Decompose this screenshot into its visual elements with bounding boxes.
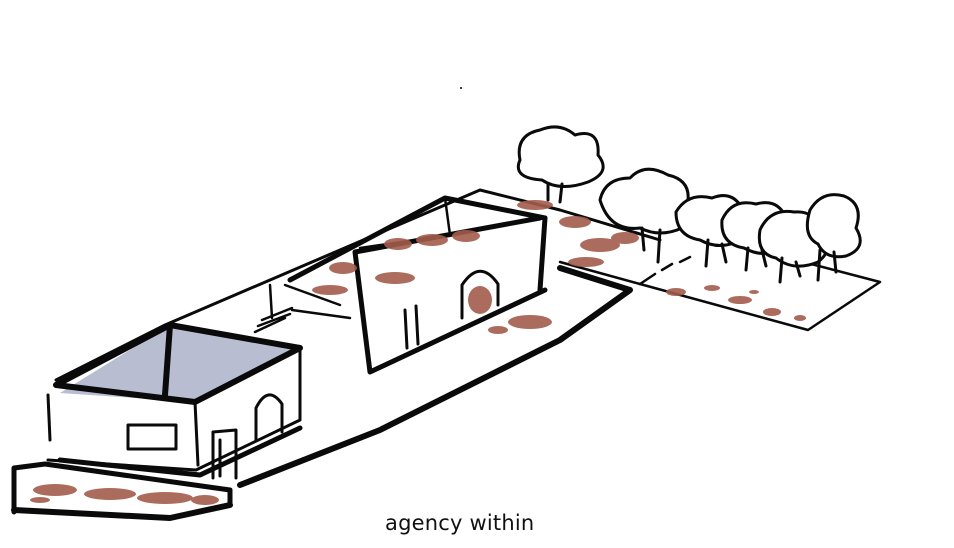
tree-6	[805, 193, 862, 259]
front-window	[126, 423, 178, 451]
ground-slab-front-edge-2	[11, 502, 233, 521]
front-arch	[254, 393, 284, 442]
stair-frame	[253, 283, 352, 334]
caption-text: agency within	[385, 511, 535, 535]
tree-1	[516, 125, 605, 188]
tree-ground-plane	[558, 246, 882, 332]
front-box-front-wall	[46, 346, 302, 472]
rear-box-roof	[287, 195, 548, 293]
earth-patches-trees	[666, 285, 806, 321]
tree-canopy-icon	[516, 125, 862, 284]
rear-box-front	[352, 215, 548, 375]
earth-patches-entry	[30, 484, 219, 505]
front-box-glass-roof	[60, 325, 300, 402]
rear-door-posts	[403, 304, 420, 350]
stray-mark	[460, 87, 462, 89]
earth-patches-rear-roof	[312, 230, 480, 295]
entry-step	[11, 461, 233, 515]
ground-slab-front-edge	[237, 265, 633, 488]
tree-ground-dashes	[638, 255, 692, 286]
earth-patches-slab	[468, 200, 639, 334]
ground-slab-outline	[54, 188, 662, 382]
front-door	[211, 428, 238, 480]
rear-arch-door	[460, 269, 500, 320]
front-box-base	[57, 425, 303, 478]
